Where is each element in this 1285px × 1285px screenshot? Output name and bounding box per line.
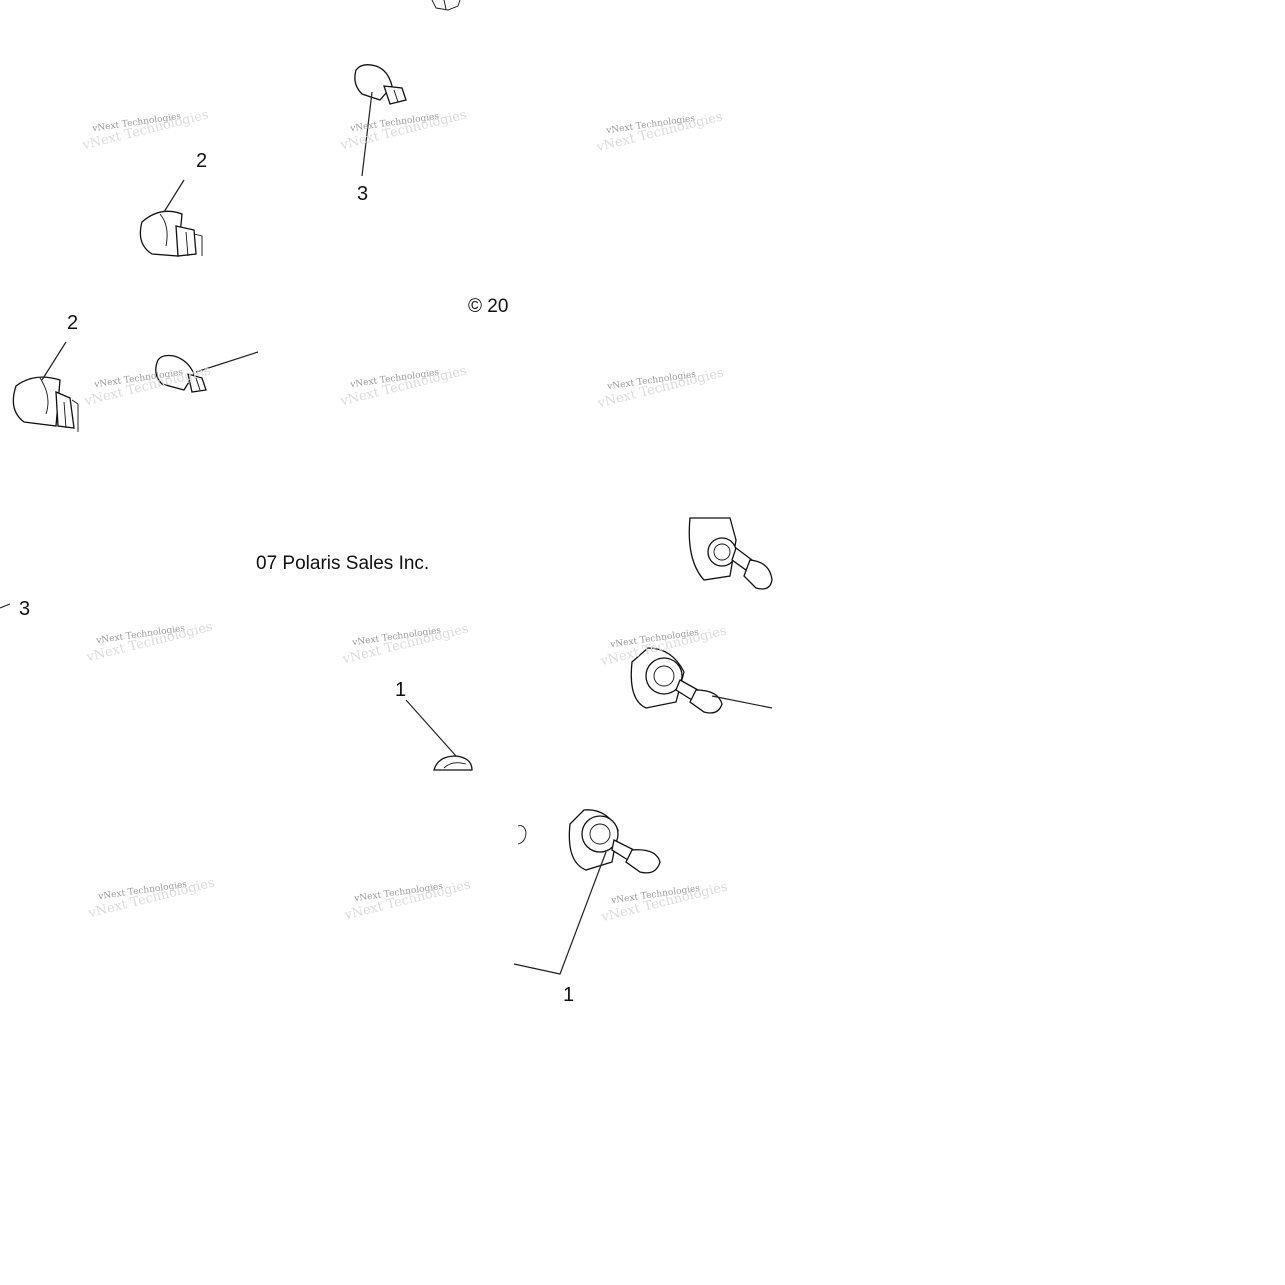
- fragment-arc: [517, 825, 527, 845]
- top-fragment-part: [431, 0, 461, 11]
- headlamp-bulb-right-upper: [688, 517, 773, 590]
- bulb-2-lower: [12, 376, 79, 432]
- wedge-bulb-upper: [354, 64, 407, 105]
- callout-number: 1: [563, 984, 575, 1006]
- callout-number: 2: [196, 150, 208, 172]
- callout-number: 2: [67, 312, 79, 334]
- copyright-fragment-a: © 20: [468, 296, 509, 317]
- headlamp-bulb-right-middle: [630, 647, 723, 714]
- callout-number: 3: [19, 598, 31, 620]
- leader-line-3-lower: [195, 351, 259, 373]
- leader-line-1-bottom: [513, 851, 607, 975]
- wedge-bulb-lower: [155, 354, 207, 393]
- leader-line-2-lower: [41, 341, 67, 381]
- leader-line-1-right: [711, 695, 773, 709]
- callout-number: 1: [395, 679, 407, 701]
- leader-line-3-left: [0, 603, 11, 609]
- callout-number: 3: [357, 183, 369, 205]
- headlamp-bulb-bottom: [568, 809, 661, 874]
- leader-line-2-upper: [163, 179, 185, 213]
- copyright-fragment-b: 07 Polaris Sales Inc.: [256, 553, 430, 574]
- leader-line-1-middle: [405, 699, 457, 757]
- bulb-2-upper: [139, 210, 203, 257]
- bulb-fragment-middle: [433, 755, 473, 771]
- leader-line-3-upper: [361, 91, 373, 177]
